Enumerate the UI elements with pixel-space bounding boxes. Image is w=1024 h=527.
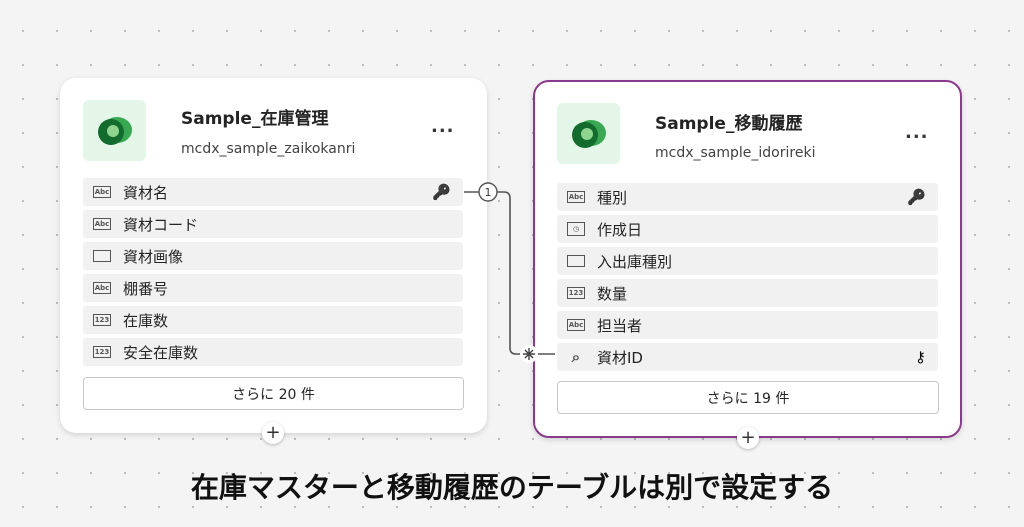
add-relationship-button[interactable]: + [262,422,284,444]
field-row[interactable]: 123 数量 [557,279,938,307]
field-row[interactable]: Abc 棚番号 [83,274,463,302]
field-row[interactable]: Abc 種別 🔑 [557,183,938,211]
show-more-fields-button[interactable]: さらに 19 件 [557,381,939,414]
text-field-icon: Abc [567,319,585,331]
field-label: 資材ID [597,348,643,367]
number-field-icon: 123 [567,287,585,299]
table-card-idorireki[interactable]: Sample_移動履歴 mcdx_sample_idorireki ... Ab… [533,80,962,438]
field-label: 資材コード [123,215,199,234]
table-schema-name: mcdx_sample_zaikokanri [181,141,356,157]
primary-key-icon: 🔑 [432,183,451,201]
field-label: 在庫数 [123,311,169,330]
dataverse-logo-icon [83,100,146,161]
field-row[interactable]: 資材画像 [83,242,463,270]
image-field-icon [93,250,111,262]
field-row[interactable]: 123 在庫数 [83,306,463,334]
add-relationship-button[interactable]: + [737,427,759,449]
field-label: 資材名 [123,183,169,202]
table-title: Sample_移動履歴 [655,114,803,134]
field-row[interactable]: ◷ 作成日 [557,215,938,243]
choice-field-icon [567,255,585,267]
field-label: 資材画像 [123,247,184,266]
more-options-button[interactable]: ... [905,122,929,143]
dataverse-logo-icon [557,103,620,164]
caption: 在庫マスターと移動履歴のテーブルは別で設定する [190,471,834,504]
field-label: 安全在庫数 [123,343,199,362]
field-label: 作成日 [597,220,643,239]
field-label: 担当者 [597,316,643,335]
text-field-icon: Abc [93,186,111,198]
table-title: Sample_在庫管理 [181,109,329,129]
table-schema-name: mcdx_sample_idorireki [655,145,816,161]
more-options-button[interactable]: ... [431,116,455,137]
field-label: 棚番号 [123,279,169,298]
datetime-field-icon: ◷ [567,222,585,236]
table-card-zaikokanri[interactable]: Sample_在庫管理 mcdx_sample_zaikokanri ... A… [60,78,487,433]
field-row[interactable]: Abc 資材名 🔑 [83,178,463,206]
field-row[interactable]: 123 安全在庫数 [83,338,463,366]
field-label: 数量 [597,284,628,303]
field-label: 入出庫種別 [597,252,673,271]
field-row[interactable]: Abc 資材コード [83,210,463,238]
show-more-fields-button[interactable]: さらに 20 件 [83,377,464,410]
field-row[interactable]: Abc 担当者 [557,311,938,339]
number-field-icon: 123 [93,346,111,358]
primary-key-icon: 🔑 [907,188,926,206]
text-field-icon: Abc [93,282,111,294]
field-row[interactable]: ⌕ 資材ID ⚷ [557,343,938,371]
number-field-icon: 123 [93,314,111,326]
text-field-icon: Abc [93,218,111,230]
field-row[interactable]: 入出庫種別 [557,247,938,275]
lookup-field-icon: ⌕ [571,348,581,366]
text-field-icon: Abc [567,191,585,203]
field-label: 種別 [597,188,628,207]
alternate-key-icon: ⚷ [915,348,926,366]
